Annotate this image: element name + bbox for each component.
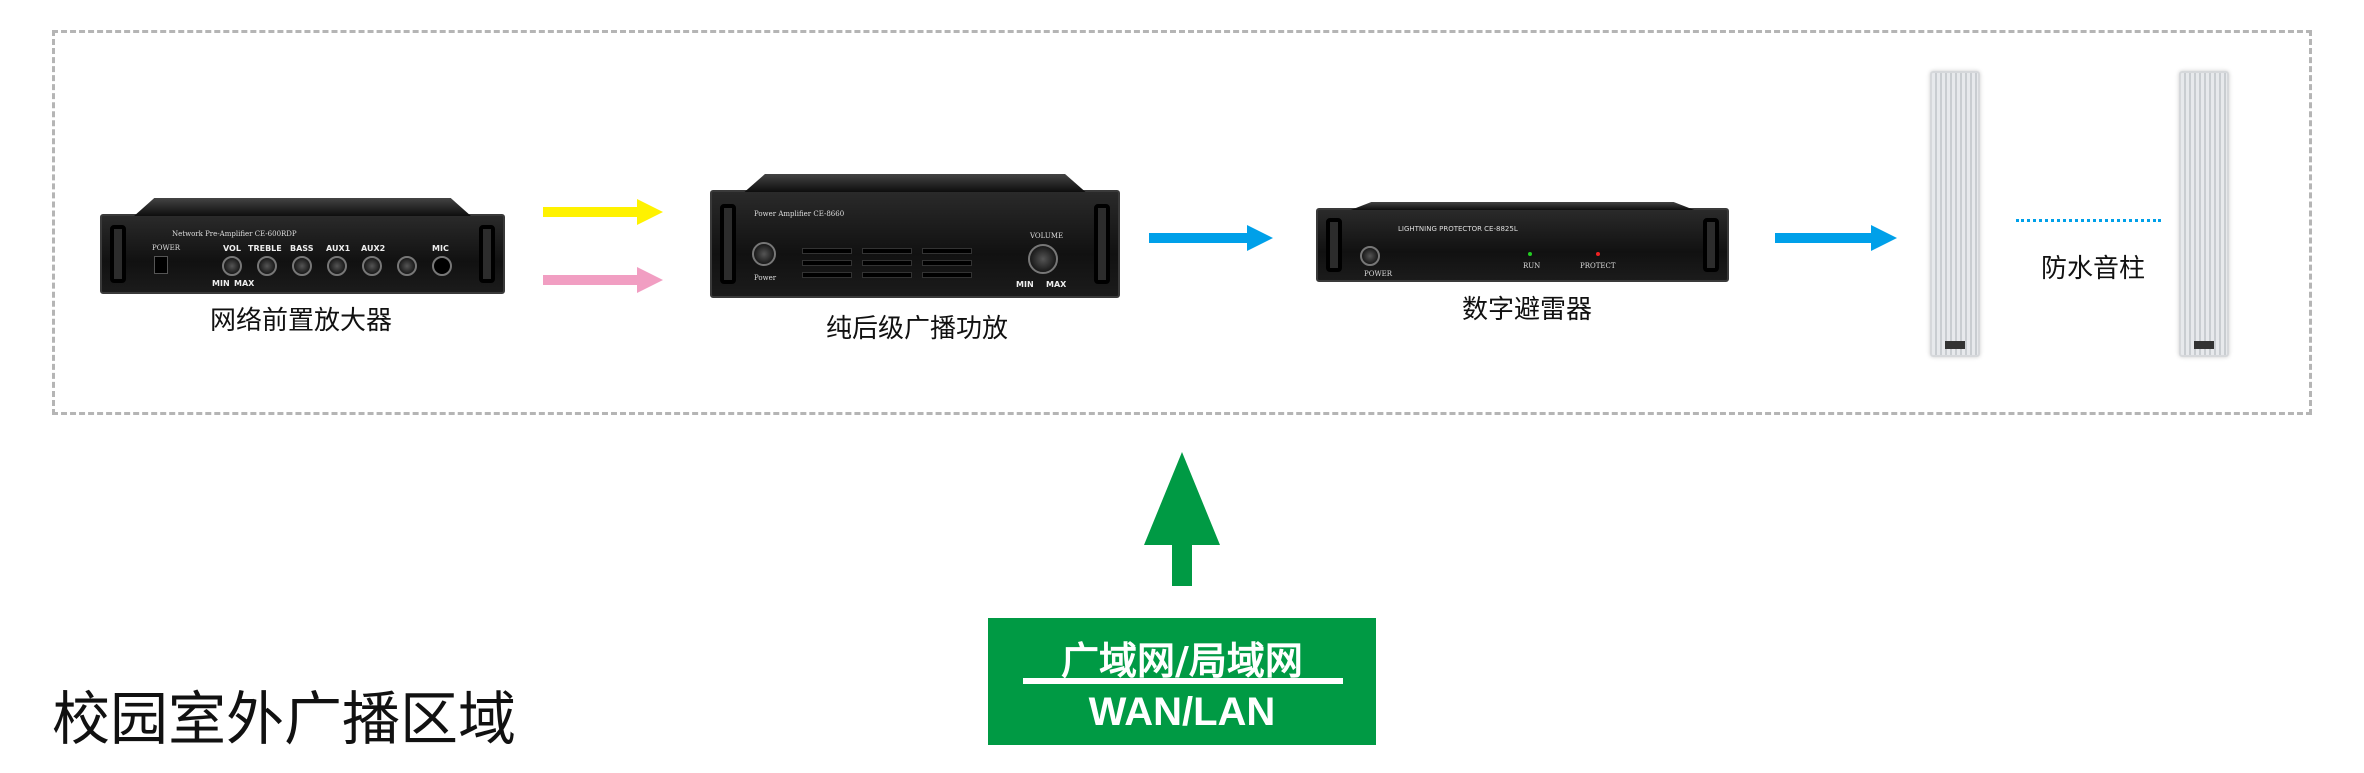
panel-label-min: MIN [1016, 280, 1034, 289]
waterproof-column-speaker-2 [2179, 71, 2229, 357]
waterproof-column-speaker-1 [1930, 71, 1980, 357]
panel-label-aux2: AUX2 [361, 244, 386, 253]
pink-arrow [543, 267, 663, 293]
yellow-arrow [543, 199, 663, 225]
label-lightning-protector: 数字避雷器 [1461, 295, 1593, 325]
panel-label-min: MIN [212, 279, 230, 288]
panel-label: PROTECT [1580, 262, 1616, 270]
device-model-text: Power Amplifier CE-8660 [754, 210, 845, 218]
green-up-arrow-icon [1144, 452, 1220, 586]
label-pre-amplifier: 网络前置放大器 [209, 306, 393, 336]
panel-label: Power [754, 274, 777, 282]
device-model-text: Network Pre-Amplifier CE-600RDP [172, 230, 297, 238]
device-model-text: LIGHTNING PROTECTOR CE-8825L [1398, 225, 1518, 233]
network-divider [1023, 678, 1343, 684]
label-waterproof-speaker: 防水音柱 [2040, 254, 2146, 284]
dotted-connection-line [2016, 219, 2161, 222]
blue-arrow-2 [1775, 225, 1897, 251]
panel-label: POWER [152, 244, 181, 252]
label-power-amplifier: 纯后级广播功放 [825, 314, 1009, 344]
network-pre-amplifier: Network Pre-Amplifier CE-600RDP POWER VO… [100, 198, 505, 294]
panel-label-max: MAX [1046, 280, 1067, 289]
outdoor-zone-border [52, 30, 2312, 415]
panel-label-vol: VOL [223, 244, 241, 253]
power-amplifier: Power Amplifier CE-8660 Power VOLUME MIN… [710, 174, 1120, 298]
panel-label-treble: TREBLE [248, 244, 282, 253]
panel-label-bass: BASS [290, 244, 314, 253]
panel-label-mic: MIC [432, 244, 449, 253]
panel-label: RUN [1523, 262, 1541, 270]
panel-label: POWER [1364, 270, 1393, 278]
lightning-protector: LIGHTNING PROTECTOR CE-8825L POWER RUN P… [1316, 202, 1729, 282]
panel-label: VOLUME [1030, 232, 1064, 240]
panel-label-aux1: AUX1 [326, 244, 351, 253]
page-title: 校园室外广播区域 [52, 685, 517, 753]
network-cn-label: 广域网/局域网 [1061, 639, 1303, 683]
network-en-label: WAN/LAN [1088, 690, 1276, 734]
network-box: 广域网/局域网 WAN/LAN [988, 618, 1376, 745]
panel-label-max: MAX [234, 279, 255, 288]
blue-arrow-1 [1149, 225, 1273, 251]
